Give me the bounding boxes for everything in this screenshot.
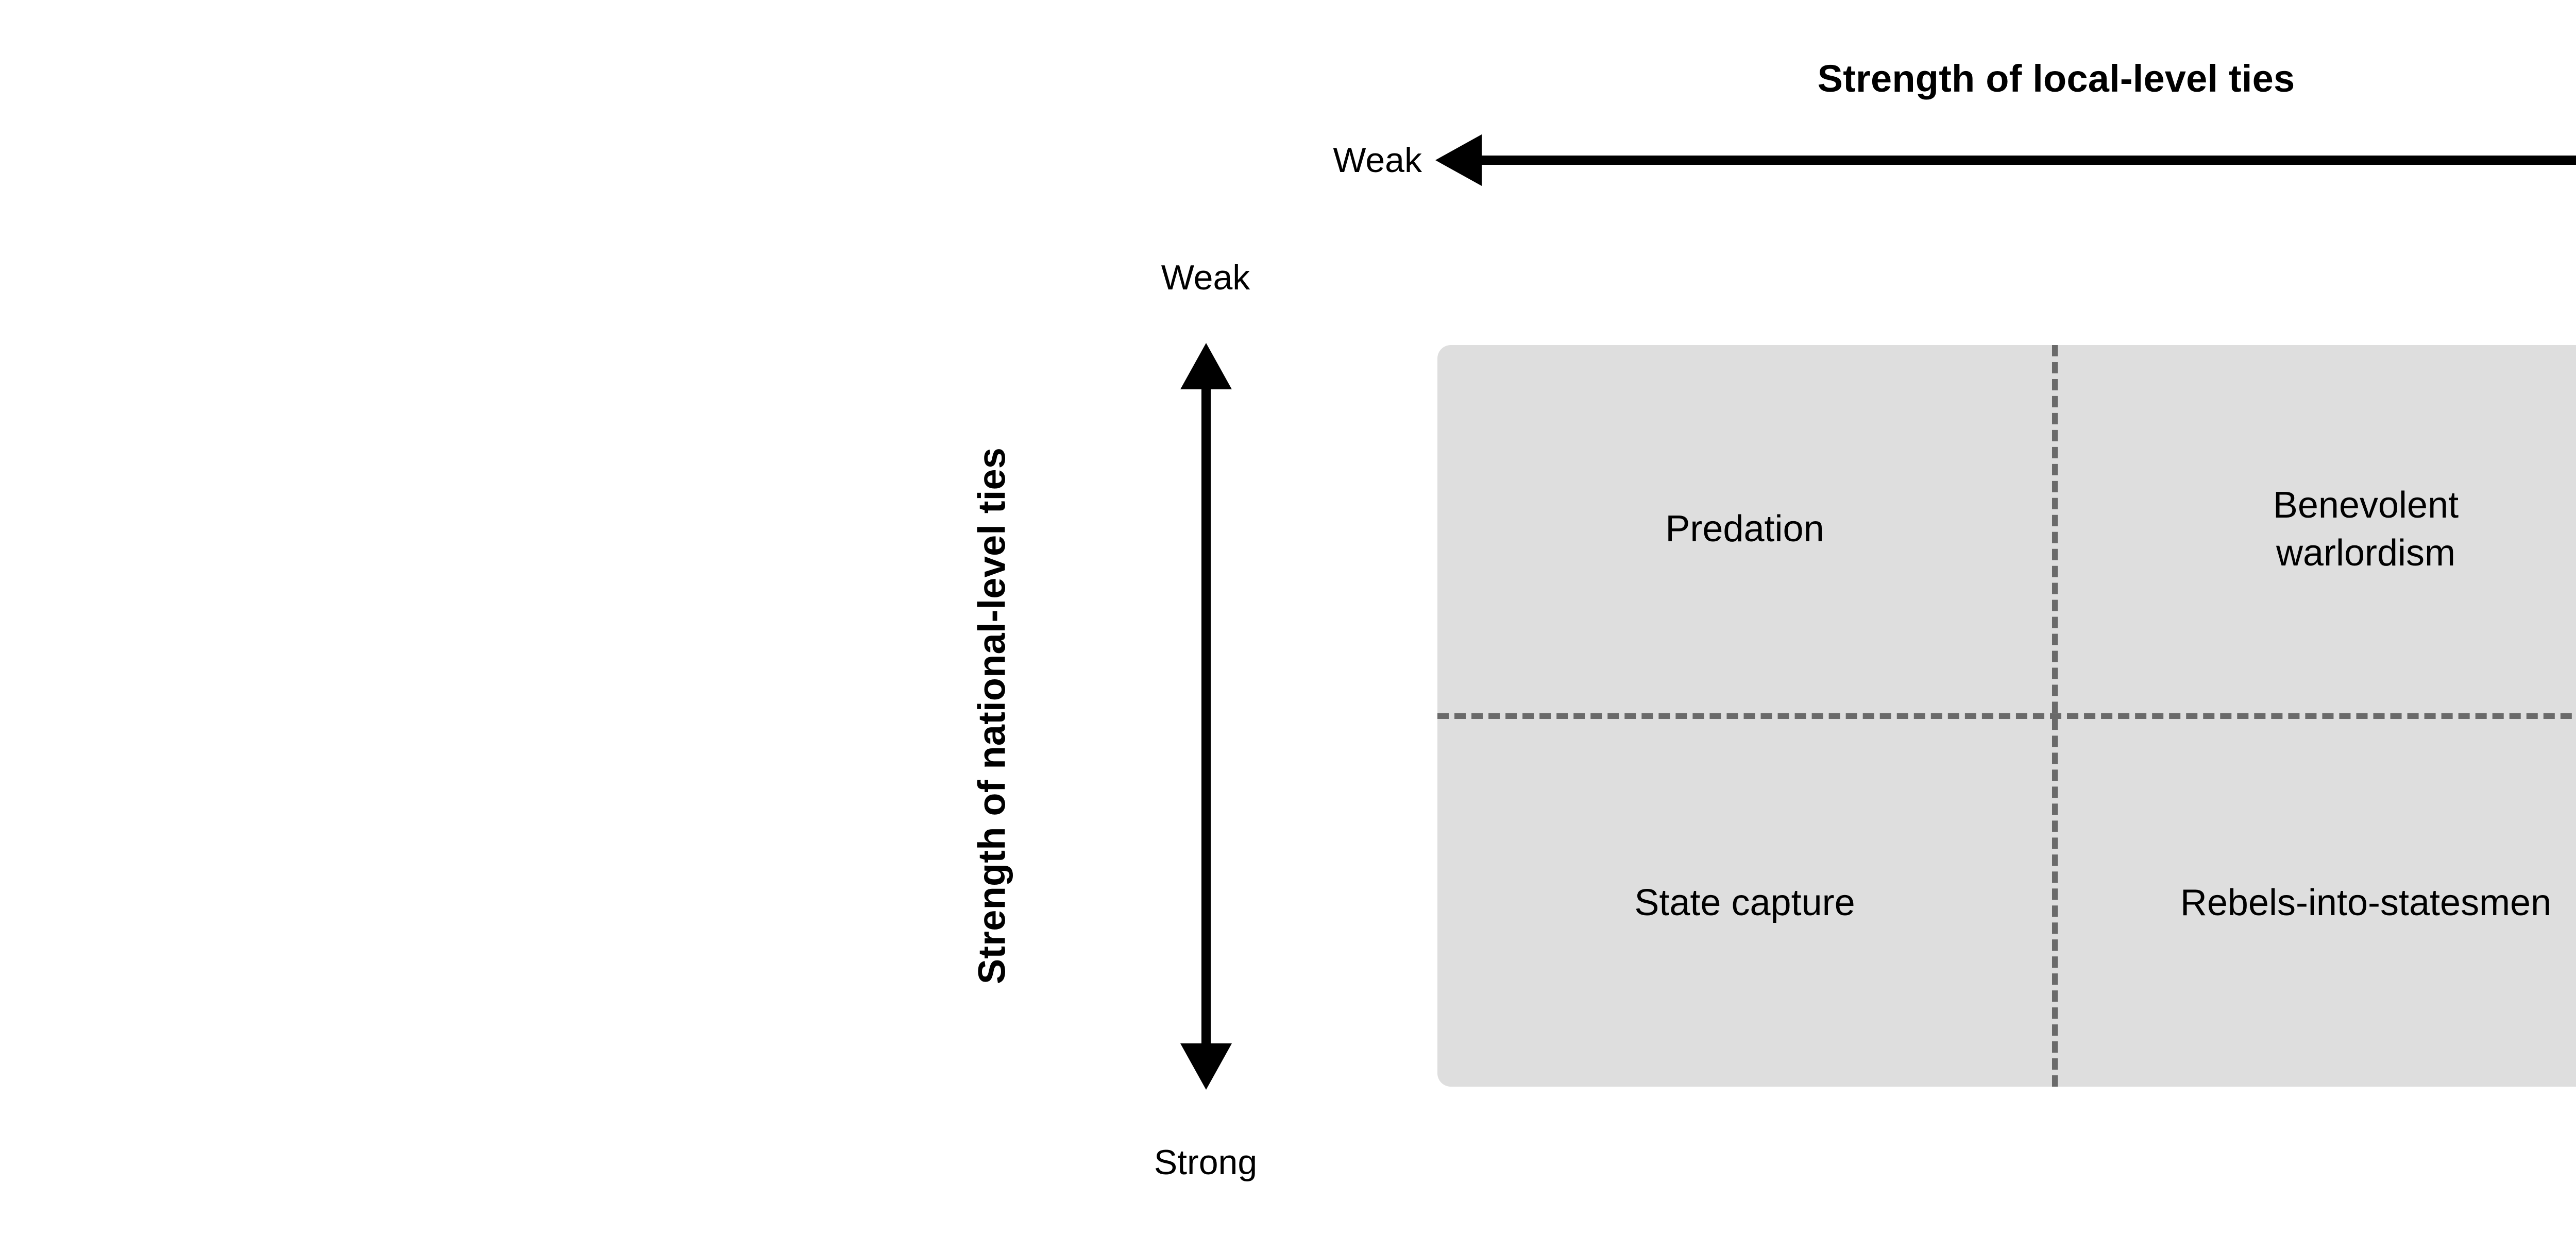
quadrant-bottom-right[interactable]: Rebels-into-statesmen <box>2058 719 2576 1087</box>
y-axis-label-weak: Weak <box>1161 258 1250 297</box>
quadrant-top-left[interactable]: Predation <box>1437 345 2052 713</box>
y-axis-label-strong: Strong <box>1154 1143 1258 1182</box>
x-axis-label-weak: Weak <box>1333 141 1422 180</box>
horizontal-divider <box>1437 713 2576 719</box>
quadrant-label-state-capture: State capture <box>1634 882 1855 923</box>
x-axis-double-arrow-icon <box>1435 134 2576 186</box>
quadrant-top-right[interactable]: Benevolent warlordism <box>2058 345 2576 713</box>
quadrant-label-rebels-into-statesmen: Rebels-into-statesmen <box>2180 882 2552 923</box>
quadrant-label-benevolent-warlordism: Benevolent warlordism <box>2273 485 2459 574</box>
y-axis-title: Strength of national-level ties <box>970 447 1013 985</box>
quadrant-bottom-left[interactable]: State capture <box>1437 719 2052 1087</box>
quadrant-matrix: Predation Benevolent warlordism State ca… <box>1437 345 2576 1087</box>
quadrant-label-predation: Predation <box>1665 508 1824 550</box>
y-axis-double-arrow-icon <box>1180 343 1232 1090</box>
x-axis-title: Strength of local-level ties <box>1817 57 2295 100</box>
